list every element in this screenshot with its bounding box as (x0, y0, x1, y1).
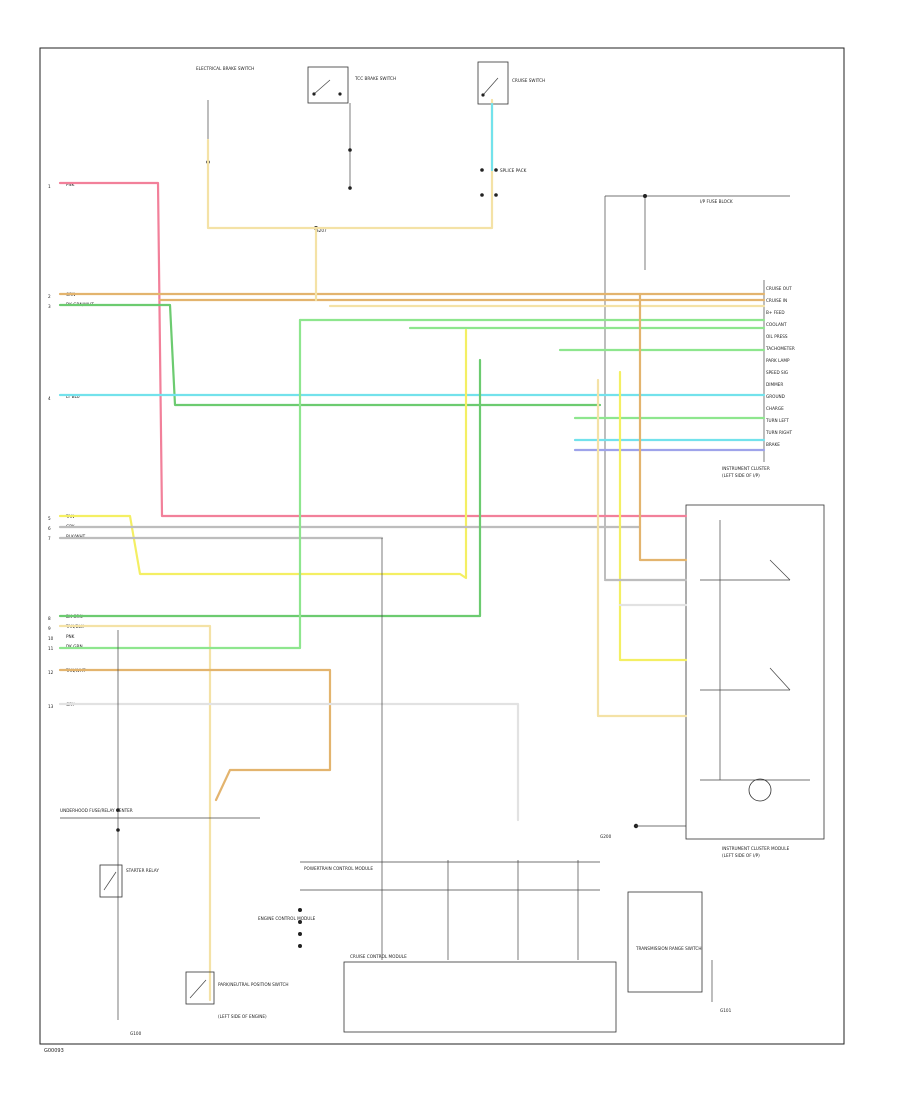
pcm-block: POWERTRAIN CONTROL MODULE ENGINE CONTROL… (258, 538, 600, 960)
wire-num-1: 1 (48, 184, 51, 189)
wire-num-9: 9 (48, 626, 51, 631)
ground-g100-label: G100 (130, 1031, 142, 1036)
wire-num-7: 7 (48, 536, 51, 541)
park-neutral-sub-label: (LEFT SIDE OF ENGINE) (218, 1014, 267, 1019)
wire-dkgrn-lower (58, 358, 482, 618)
ic-pin-10: CHARGE (766, 406, 784, 411)
starter-relay-label: STARTER RELAY (126, 868, 159, 873)
splice-s207-label: S207 (316, 228, 327, 233)
splice-pack-label: SPLICE PACK (500, 168, 527, 173)
engine-control-label: ENGINE CONTROL MODULE (258, 916, 316, 921)
wire-num-5: 5 (48, 516, 51, 521)
fuse-block-label: I/P FUSE BLOCK (700, 199, 733, 204)
wire-label-11: DK GRN (66, 644, 83, 649)
wire-tan-blk (58, 624, 212, 1002)
wire-num-10: 10 (48, 636, 54, 641)
wire-num-11: 11 (48, 646, 54, 651)
wire-dkgrn-wht (58, 303, 602, 407)
wire-num-3: 3 (48, 304, 51, 309)
ic-pin-2: B+ FEED (766, 310, 785, 315)
diagram-frame (39, 47, 845, 1045)
left-wire-numbers: 1 PNK 2 ORN 3 DK GRN/WHT 4 LT BLU 5 TAN … (48, 182, 94, 709)
wire-label-4: LT BLU (66, 394, 80, 399)
wire-label-7: BLK/WHT (66, 534, 86, 539)
wire-yel-main (58, 328, 468, 580)
ic-sub-label: (LEFT SIDE OF I/P) (722, 473, 760, 478)
elec-brake-switch-label: ELECTRICAL BRAKE SWITCH (196, 66, 254, 71)
wire-num-12: 12 (48, 670, 54, 675)
ic-pin-12: TURN RIGHT (765, 430, 793, 435)
page-code: G00093 (44, 1048, 64, 1054)
wire-tan-ic (596, 378, 688, 718)
ground-g101-label: G101 (720, 1008, 732, 1013)
wire-num-8: 8 (48, 616, 51, 621)
cruise-switch: CRUISE SWITCH SPLICE PACK (477, 61, 545, 197)
ic-label: INSTRUMENT CLUSTER (722, 466, 770, 471)
ic-pin-6: PARK LAMP (766, 358, 790, 363)
wire-num-13: 13 (48, 704, 54, 709)
wire-orn-ic (638, 292, 688, 562)
tcc-brake-switch: TCC BRAKE SWITCH (307, 66, 396, 190)
ic-pin-13: BRAKE (766, 442, 780, 447)
ic-pin-9: GROUND (766, 394, 785, 399)
fuse-block-top-right: I/P FUSE BLOCK (604, 194, 790, 580)
wires (58, 98, 766, 1002)
cruise-switch-label: CRUISE SWITCH (512, 78, 545, 83)
wire-num-4: 4 (48, 396, 51, 401)
trans-range-label: TRANSMISSION RANGE SWITCH (635, 946, 702, 951)
wire-pnk-main (58, 181, 688, 518)
ic-pin-0: CRUISE OUT (766, 286, 792, 291)
ground-g200-label: G200 (600, 834, 612, 839)
ic-pin-8: DIMMER (766, 382, 783, 387)
cruise-module-box: CRUISE CONTROL MODULE (343, 954, 617, 1033)
ic-pin-4: OIL PRESS (766, 334, 788, 339)
ground-g200: G200 (600, 823, 686, 839)
instrument-cluster: CRUISE OUT CRUISE IN B+ FEED COOLANT OIL… (722, 280, 795, 478)
tcc-brake-switch-label: TCC BRAKE SWITCH (354, 76, 396, 81)
pcm-label: POWERTRAIN CONTROL MODULE (304, 866, 373, 871)
ic-pin-5: TACHOMETER (765, 346, 795, 351)
ic-module: INSTRUMENT CLUSTER MODULE (LEFT SIDE OF … (685, 504, 825, 858)
wire-num-6: 6 (48, 526, 51, 531)
elec-brake-switch: ELECTRICAL BRAKE SWITCH (196, 66, 254, 228)
ic-pin-3: COOLANT (766, 322, 787, 327)
underhood-fuse: UNDERHOOD FUSE/RELAY CENTER (60, 808, 260, 819)
ic-pin-11: TURN LEFT (765, 418, 789, 423)
park-neutral-switch: PARK/NEUTRAL POSITION SWITCH (LEFT SIDE … (185, 971, 289, 1019)
wire-yel-ic (618, 370, 688, 662)
wire-gry-13 (58, 702, 520, 822)
park-neutral-label: PARK/NEUTRAL POSITION SWITCH (218, 982, 289, 987)
ic-module-sub-label: (LEFT SIDE OF I/P) (722, 853, 760, 858)
wire-label-10: PNK (66, 634, 75, 639)
ic-pin-1: CRUISE IN (766, 298, 787, 303)
underhood-fuse-label: UNDERHOOD FUSE/RELAY CENTER (60, 808, 133, 813)
wire-label-1: PNK (66, 182, 75, 187)
starter-relay: STARTER RELAY G100 (99, 630, 159, 1036)
wire-num-2: 2 (48, 294, 51, 299)
ic-module-label: INSTRUMENT CLUSTER MODULE (722, 846, 790, 851)
cruise-module-label: CRUISE CONTROL MODULE (350, 954, 407, 959)
wire-tan-wht (58, 668, 332, 802)
trans-range-switch: TRANSMISSION RANGE SWITCH G101 (627, 891, 732, 1013)
ic-pin-7: SPEED SIG (766, 370, 788, 375)
wire-dkgrn-11 (58, 318, 302, 650)
